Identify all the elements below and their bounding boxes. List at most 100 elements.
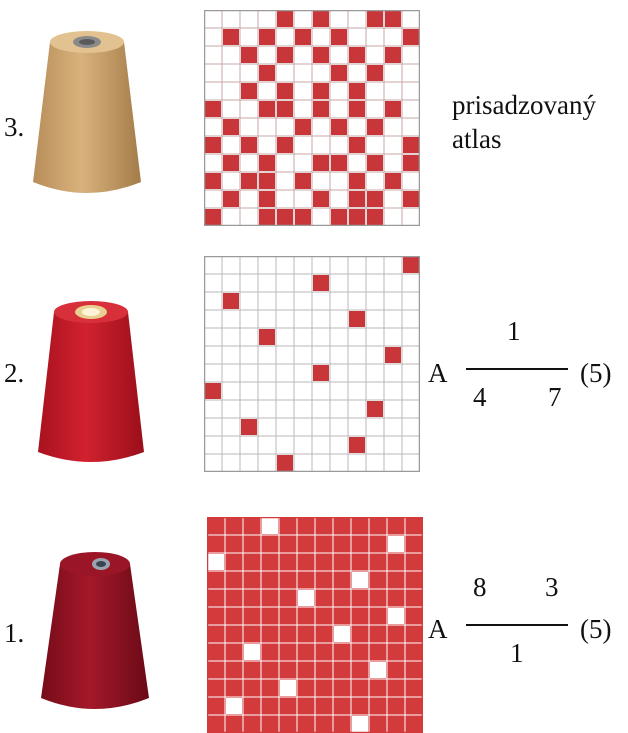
weave-cell-filled (367, 191, 383, 207)
weave-cell-empty (244, 626, 260, 642)
weave-cell-empty (208, 590, 224, 606)
weave-cell-empty (406, 554, 422, 570)
weave-cell-filled (259, 191, 275, 207)
weave-cell-empty (277, 311, 293, 327)
weave-cell-empty (331, 83, 347, 99)
weave-cell-empty (223, 347, 239, 363)
weave-cell-empty (385, 119, 401, 135)
weave-cell-empty (241, 11, 257, 27)
weave-cell-filled (403, 137, 419, 153)
weave-cell-empty (241, 101, 257, 117)
weave-cell-empty (277, 293, 293, 309)
weave-cell-empty (277, 29, 293, 45)
weave-cell-filled (277, 137, 293, 153)
weave-cell-empty (313, 257, 329, 273)
weave-cell-filled (367, 119, 383, 135)
weave-cell-filled (331, 209, 347, 225)
weave-cell-filled (349, 437, 365, 453)
weave-cell-empty (385, 401, 401, 417)
weave-cell-empty (295, 401, 311, 417)
fraction-top-right-2: 1 (507, 316, 521, 346)
weave-cell-empty (223, 365, 239, 381)
weave-cell-empty (241, 65, 257, 81)
weave-cell-empty (241, 275, 257, 291)
weave-cell-empty (367, 437, 383, 453)
weave-cell-empty (280, 626, 296, 642)
weave-cell-filled (205, 209, 221, 225)
weave-cell-filled (367, 11, 383, 27)
weave-cell-empty (316, 518, 332, 534)
weave-cell-empty (406, 716, 422, 732)
fraction-top-left-1: 8 (473, 572, 487, 602)
weave-cell-empty (406, 590, 422, 606)
weave-cell-empty (223, 257, 239, 273)
weave-cell-filled (331, 29, 347, 45)
yarn-cone-1-icon (41, 552, 149, 709)
weave-cell-empty (277, 275, 293, 291)
weave-cell-filled (313, 83, 329, 99)
weave-cell-empty (370, 518, 386, 534)
weave-cell-empty (241, 437, 257, 453)
weave-cell-empty (262, 608, 278, 624)
weave-cell-empty (244, 698, 260, 714)
weave-cell-empty (223, 455, 239, 471)
weave-cell-empty (295, 329, 311, 345)
weave-cell-filled (403, 257, 419, 273)
weave-cell-empty (352, 518, 368, 534)
weave-cell-empty (259, 47, 275, 63)
weave-cell-empty (295, 137, 311, 153)
weave-cell-filled (223, 191, 239, 207)
weave-cell-filled (241, 173, 257, 189)
weave-cell-empty (208, 626, 224, 642)
weave-cell-filled (241, 137, 257, 153)
weave-cell-empty (370, 680, 386, 696)
weave-cell-empty (244, 536, 260, 552)
weave-cell-empty (223, 209, 239, 225)
weave-cell-empty (298, 716, 314, 732)
weave-cell-empty (259, 275, 275, 291)
weave-cell-filled (349, 173, 365, 189)
fraction-suffix-2: (5) (580, 358, 612, 388)
weave-cell-empty (259, 455, 275, 471)
weave-cell-empty (385, 365, 401, 381)
weave-cell-empty (388, 716, 404, 732)
weave-cell-empty (349, 455, 365, 471)
weave-cell-empty (367, 383, 383, 399)
weave-cell-filled (403, 155, 419, 171)
weave-cell-empty (226, 716, 242, 732)
weave-cell-filled (349, 137, 365, 153)
weave-cell-empty (367, 275, 383, 291)
weave-cell-filled (334, 626, 350, 642)
weave-cell-empty (367, 347, 383, 363)
weave-cell-empty (295, 191, 311, 207)
weave-cell-empty (313, 311, 329, 327)
weave-cell-empty (316, 626, 332, 642)
weave-grid-1 (207, 517, 423, 733)
weave-cell-empty (403, 209, 419, 225)
weave-cell-filled (223, 119, 239, 135)
weave-cell-empty (205, 65, 221, 81)
weave-cell-empty (241, 455, 257, 471)
weave-cell-filled (385, 47, 401, 63)
weave-cell-empty (262, 644, 278, 660)
weave-cell-empty (295, 365, 311, 381)
weave-cell-empty (259, 419, 275, 435)
weave-cell-empty (403, 119, 419, 135)
weave-cell-empty (352, 554, 368, 570)
weave-cell-empty (226, 626, 242, 642)
weave-cell-empty (367, 419, 383, 435)
weave-grid-3 (204, 10, 420, 226)
weave-cell-filled (223, 293, 239, 309)
weave-cell-empty (259, 119, 275, 135)
weave-cell-empty (259, 137, 275, 153)
weave-cell-empty (388, 680, 404, 696)
weave-cell-empty (313, 209, 329, 225)
weave-cell-empty (205, 155, 221, 171)
weave-cell-empty (313, 383, 329, 399)
weave-cell-empty (295, 455, 311, 471)
weave-cell-empty (277, 173, 293, 189)
weave-cell-empty (205, 329, 221, 345)
weave-cell-empty (259, 437, 275, 453)
weave-cell-empty (295, 83, 311, 99)
weave-cell-empty (298, 536, 314, 552)
